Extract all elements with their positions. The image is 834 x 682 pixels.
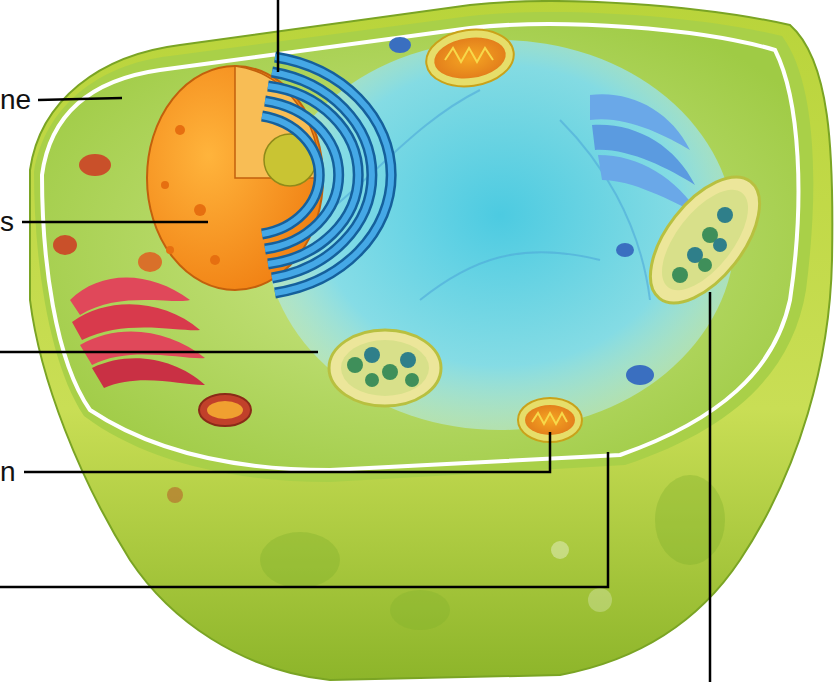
cell-body-part: [655, 475, 725, 565]
leader-lines-part: [0, 452, 608, 587]
leader-lines-part: [277, 0, 280, 72]
chloroplasts-part: [347, 357, 363, 373]
cell-body: [30, 1, 832, 680]
golgi-red-part: [92, 358, 205, 388]
mitochondria-part: [207, 401, 243, 419]
mitochondria-part: [445, 48, 493, 62]
mitochondria-part: [626, 365, 654, 385]
chloroplasts-part: [364, 347, 380, 363]
mitochondria-part: [199, 394, 251, 426]
chloroplasts-part: [405, 373, 419, 387]
cell-body-part: [260, 532, 340, 588]
endoplasmic-reticulum-part: [265, 101, 339, 249]
nucleus-part: [175, 125, 185, 135]
chloroplasts-part: [382, 364, 398, 380]
endoplasmic-reticulum-part: [272, 72, 372, 278]
mitochondria-part: [532, 413, 567, 424]
mitochondria-part: [616, 243, 634, 257]
chloroplasts-part: [341, 340, 429, 396]
cell-body-part: [551, 541, 569, 559]
leader-lines-part: [709, 292, 712, 682]
cell-body-part: [588, 588, 612, 612]
leader-lines: [0, 0, 710, 682]
cell-body-part: [42, 24, 798, 470]
golgi-blue: [590, 94, 700, 215]
mitochondria-part: [423, 24, 518, 92]
cell-body-part: [30, 1, 832, 680]
nucleus-part: [166, 246, 174, 254]
endoplasmic-reticulum-part: [262, 116, 319, 234]
mitochondria: [53, 24, 654, 442]
chloroplasts: [329, 158, 781, 406]
chloroplasts-part: [717, 207, 733, 223]
nucleus-part: [194, 204, 206, 216]
cell-body-part: [390, 590, 450, 630]
nucleus-part: [161, 181, 169, 189]
chloroplasts-part: [672, 267, 688, 283]
cell-body-part: [34, 12, 813, 482]
leader-lines-part: [38, 98, 122, 100]
chloroplasts-part: [698, 258, 712, 272]
part-label: n: [0, 458, 17, 486]
mitochondria-part: [432, 33, 509, 83]
leader-lines-part: [22, 221, 208, 224]
mitochondria-part: [79, 154, 111, 176]
chloroplasts-part: [365, 373, 379, 387]
chloroplasts-part: [646, 175, 764, 304]
cell-body-part: [167, 487, 183, 503]
chloroplasts-part: [400, 352, 416, 368]
part-label: ne: [0, 86, 32, 114]
leader-lines-part: [0, 351, 318, 354]
golgi-red: [70, 278, 205, 389]
mitochondria-part: [389, 37, 411, 53]
chloroplasts-part: [713, 238, 727, 252]
mitochondria-part: [525, 405, 575, 435]
endoplasmic-reticulum-part: [265, 101, 339, 249]
endoplasmic-reticulum-part: [262, 116, 319, 234]
mitochondria-part: [53, 235, 77, 255]
leader-lines-part: [24, 432, 550, 472]
chloroplasts-part: [329, 330, 441, 406]
mitochondria-part: [138, 252, 162, 272]
nucleus-part: [210, 255, 220, 265]
endoplasmic-reticulum-part: [275, 57, 391, 293]
part-label: s: [0, 208, 15, 236]
endoplasmic-reticulum: [262, 57, 391, 293]
chloroplasts-part: [629, 158, 780, 321]
